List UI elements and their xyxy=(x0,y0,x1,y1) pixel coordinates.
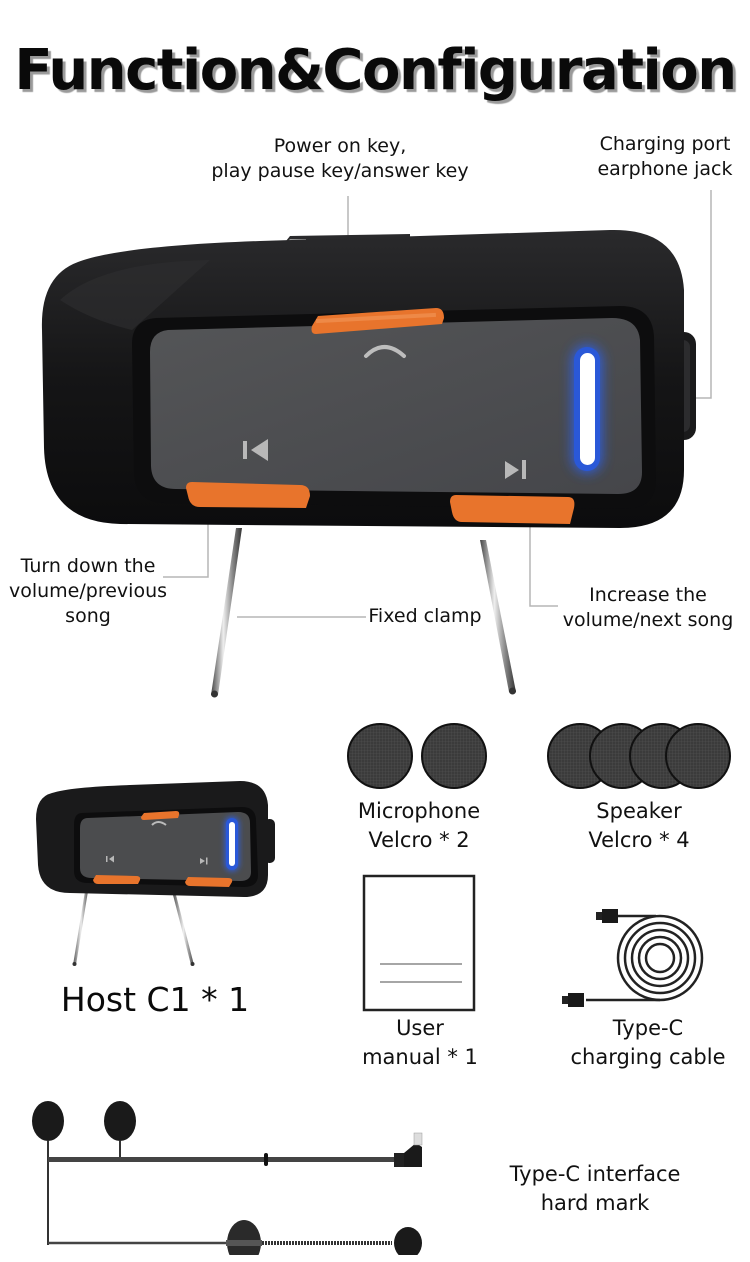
host-c1-illustration xyxy=(36,781,275,966)
microphone-velcro-line2: Velcro * 2 xyxy=(368,828,470,852)
fixed-clamp-legs xyxy=(211,528,516,698)
microphone-pad xyxy=(227,1220,261,1255)
answer-call-icon xyxy=(364,345,406,358)
callout-power-key-line2: play pause key/answer key xyxy=(211,160,469,182)
callout-volume-down-line2: volume/previous xyxy=(8,580,168,602)
callout-volume-up-line1: Increase the xyxy=(589,584,707,606)
headset-line1: Type-C interface xyxy=(509,1162,681,1186)
type-c-cable-line2: charging cable xyxy=(570,1045,726,1069)
callout-volume-up-line2: volume/next song xyxy=(562,609,734,631)
type-c-cable-illustration xyxy=(562,909,704,1007)
speaker-velcro-illustration xyxy=(547,723,731,789)
callout-power-key-line1: Power on key, xyxy=(273,135,407,157)
speaker-velcro-line2: Velcro * 4 xyxy=(588,828,690,852)
callout-volume-down-line1: Turn down the xyxy=(20,555,156,577)
volume-up-button xyxy=(450,495,575,524)
user-manual-illustration xyxy=(362,874,476,1012)
microphone-velcro-illustration xyxy=(347,723,487,789)
previous-track-icon xyxy=(243,439,268,461)
user-manual-line1: User xyxy=(396,1016,444,1040)
touch-panel xyxy=(150,318,642,494)
callout-volume-down-line3: song xyxy=(65,605,111,627)
next-track-icon xyxy=(505,460,526,479)
speaker-left xyxy=(32,1101,64,1141)
type-c-cable-label: Type-C charging cable xyxy=(552,1014,744,1072)
headset-label: Type-C interface hard mark xyxy=(470,1160,720,1218)
callout-volume-up: Increase the volume/next song xyxy=(548,583,748,633)
user-manual-line2: manual * 1 xyxy=(362,1045,478,1069)
headset-line2: hard mark xyxy=(540,1191,650,1215)
page-title: Function&Configuration xyxy=(14,38,737,103)
callout-volume-down: Turn down the volume/previous song xyxy=(0,554,176,629)
device-illustration xyxy=(41,190,712,698)
volume-down-button xyxy=(186,482,310,508)
microphone-velcro-label: Microphone Velcro * 2 xyxy=(336,797,502,855)
callout-charging-port-line1: Charging port xyxy=(599,133,731,155)
speaker-right xyxy=(104,1101,136,1141)
user-manual-label: User manual * 1 xyxy=(340,1014,500,1072)
host-c1-label: Host C1 * 1 xyxy=(60,980,250,1019)
callout-power-key: Power on key, play pause key/answer key xyxy=(180,134,500,184)
type-c-cable-line1: Type-C xyxy=(612,1016,684,1040)
callout-fixed-clamp: Fixed clamp xyxy=(368,605,482,627)
speaker-velcro-line1: Speaker xyxy=(596,799,682,823)
microphone-velcro-line1: Microphone xyxy=(357,799,481,823)
boom-microphone xyxy=(394,1227,422,1255)
headset-wire-illustration xyxy=(32,1101,423,1255)
callout-charging-port-line2: earphone jack xyxy=(597,158,733,180)
callout-charging-port: Charging port earphone jack xyxy=(580,132,750,182)
speaker-velcro-label: Speaker Velcro * 4 xyxy=(556,797,722,855)
